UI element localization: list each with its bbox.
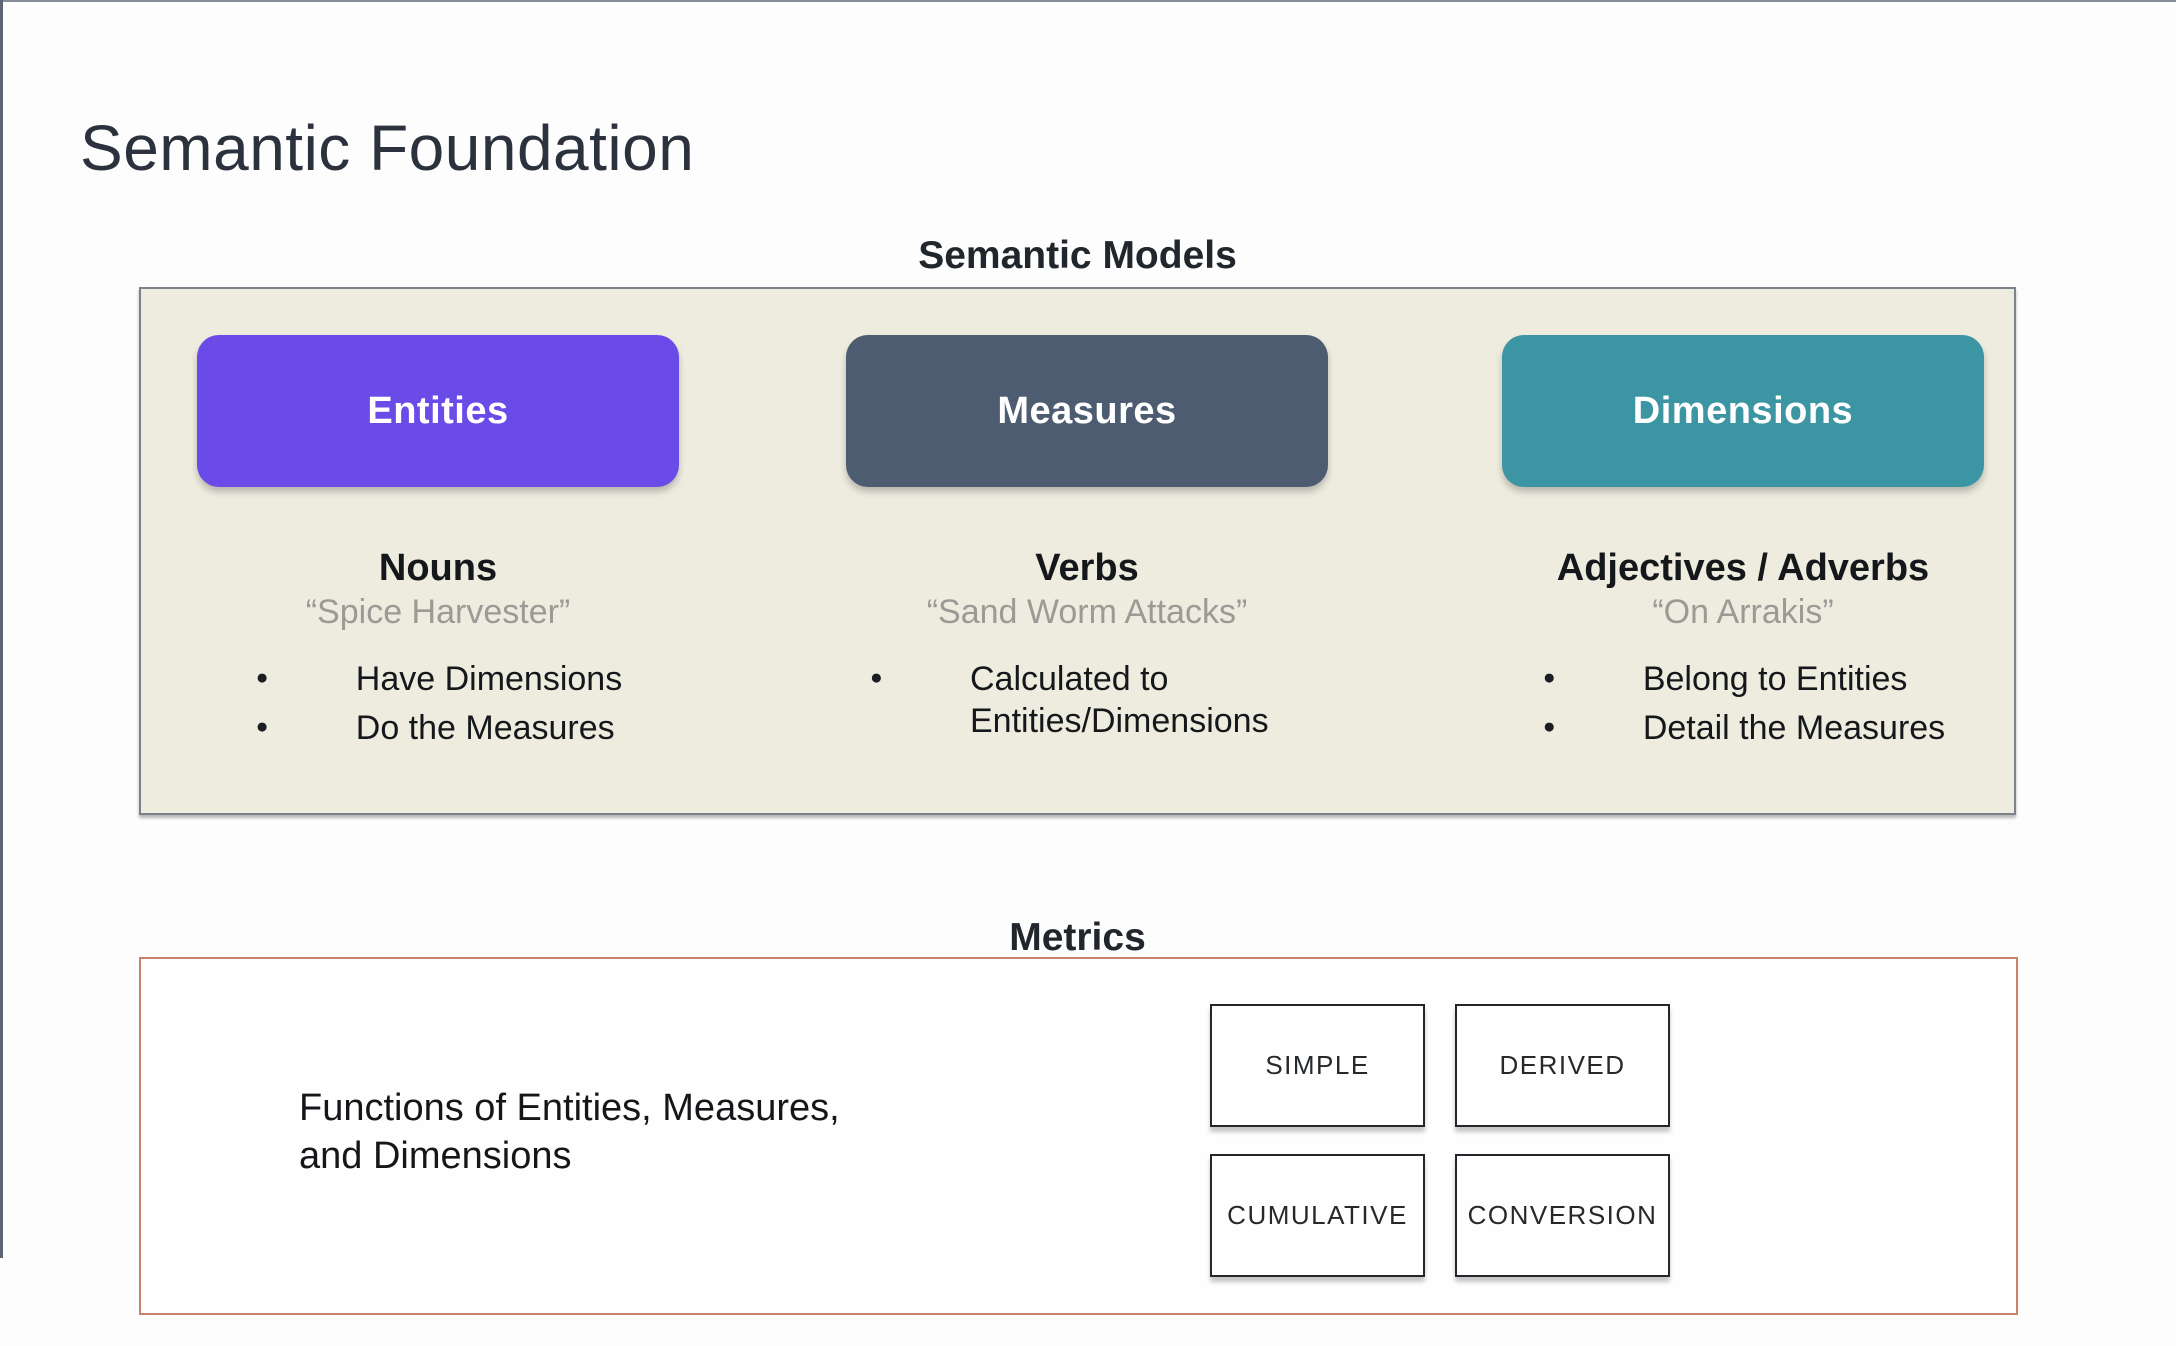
metrics-description: Functions of Entities, Measures, and Dim…	[299, 1087, 840, 1177]
semantic-models-panel: Entities Nouns “Spice Harvester” Have Di…	[139, 287, 2016, 815]
entities-bullet-list: Have Dimensions Do the Measures	[254, 658, 622, 749]
metric-type-box-conversion: CONVERSION	[1455, 1154, 1670, 1277]
window-left-edge	[0, 0, 3, 1258]
metric-type-box-derived: DERIVED	[1455, 1004, 1670, 1127]
measures-bullet-list: Calculated to Entities/Dimensions	[868, 658, 1306, 742]
measures-pill: Measures	[846, 335, 1328, 487]
bullet-item: Do the Measures	[254, 707, 622, 749]
entities-example-label: “Spice Harvester”	[305, 593, 571, 631]
metric-type-box-cumulative: CUMULATIVE	[1210, 1154, 1425, 1277]
dimensions-example-label: “On Arrakis”	[1652, 593, 1834, 631]
bullet-item: Have Dimensions	[254, 658, 622, 700]
entities-role-label: Nouns	[378, 547, 498, 589]
metrics-heading: Metrics	[1009, 916, 1146, 959]
dimensions-role-label: Adjectives / Adverbs	[1556, 547, 1930, 589]
measures-role-label: Verbs	[1035, 547, 1139, 589]
dimensions-column: Dimensions Adjectives / Adverbs “On Arra…	[1502, 335, 1984, 756]
window-top-edge	[0, 0, 2176, 2]
measures-example-label: “Sand Worm Attacks”	[926, 593, 1248, 631]
metric-type-box-simple: SIMPLE	[1210, 1004, 1425, 1127]
metric-types-grid: SIMPLE DERIVED CUMULATIVE CONVERSION	[1210, 1004, 1670, 1277]
dimensions-pill: Dimensions	[1502, 335, 1984, 487]
semantic-models-heading: Semantic Models	[918, 234, 1237, 277]
bullet-item: Calculated to Entities/Dimensions	[868, 658, 1306, 742]
bullet-item: Belong to Entities	[1541, 658, 1945, 700]
dimensions-bullet-list: Belong to Entities Detail the Measures	[1541, 658, 1945, 749]
metrics-panel: Functions of Entities, Measures, and Dim…	[139, 957, 2018, 1315]
bullet-item: Detail the Measures	[1541, 707, 1945, 749]
measures-column: Measures Verbs “Sand Worm Attacks” Calcu…	[846, 335, 1328, 749]
entities-pill: Entities	[197, 335, 679, 487]
slide-title: Semantic Foundation	[80, 111, 695, 184]
entities-column: Entities Nouns “Spice Harvester” Have Di…	[197, 335, 679, 756]
